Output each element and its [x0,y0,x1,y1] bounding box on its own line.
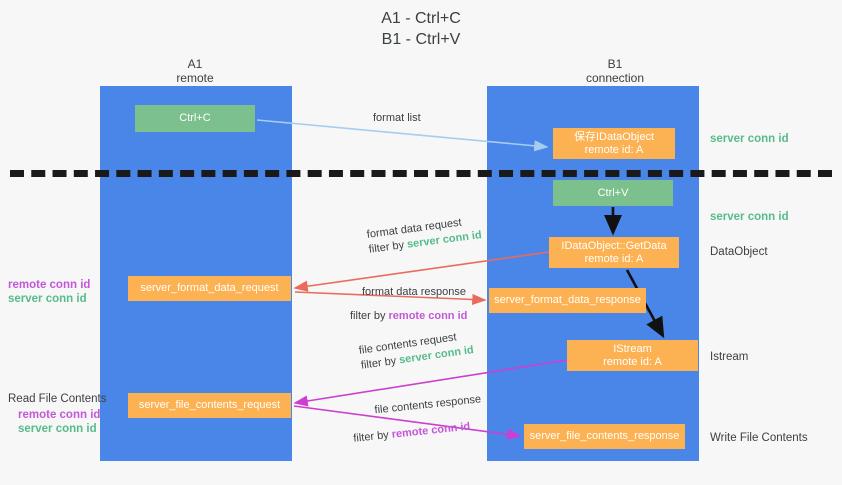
page-title: A1 - Ctrl+C B1 - Ctrl+V [381,10,461,48]
filter-prefix: filter by [350,310,389,322]
edge-label-format-list: format list [373,111,421,126]
node-idataobject-getdata[interactable]: IDataObject::GetData remote id: A [549,237,679,268]
node-save-idataobject[interactable]: 保存IDataObject remote id: A [553,128,675,159]
edge-label-format-data-response-text: format data response [362,286,466,298]
label-read-file-contents: Read File Contents [8,393,107,405]
node-server-file-contents-response[interactable]: server_file_contents_response [524,424,685,449]
node-istream[interactable]: IStream remote id: A [567,340,698,371]
node-server-format-data-response-label: server_format_data_response [494,294,641,306]
dashed-divider [10,170,832,177]
label-server-conn-id: server conn id [18,423,97,435]
label-write-file-contents: Write File Contents [710,432,808,444]
label-istream: Istream [710,351,749,363]
filter-prefix: filter by [352,428,393,445]
column-header-a1-role: remote [176,71,214,85]
label-server-conn-id-mid: server conn id [710,211,789,223]
node-ctrl-v[interactable]: Ctrl+V [553,180,673,206]
node-server-file-contents-request[interactable]: server_file_contents_request [128,393,291,418]
node-istream-line2: remote id: A [603,355,662,368]
column-header-b1-role: connection [585,71,645,85]
node-ctrl-v-label: Ctrl+V [597,186,629,199]
node-ctrl-c[interactable]: Ctrl+C [135,105,255,132]
column-header-b1: B1 connection [545,57,685,85]
label-dataobject: DataObject [710,246,768,258]
edge-label-format-list-text: format list [373,112,421,124]
node-save-idataobject-line2: remote id: A [584,143,644,156]
node-idataobject-getdata-line1: IDataObject::GetData [561,239,667,252]
column-header-a1-name: A1 [187,57,203,71]
filter-prefix: filter by [360,354,401,372]
label-conn-ids-bottom: remote conn id server conn id [18,408,100,436]
node-server-file-contents-request-label: server_file_contents_request [138,399,281,411]
node-save-idataobject-line1: 保存IDataObject [573,130,655,143]
filter-value-remote-conn-id: remote conn id [388,310,468,322]
column-header-a1: A1 remote [130,57,260,85]
edge-label-format-data-response-filter: filter by remote conn id [350,309,467,324]
filter-prefix: filter by [368,238,408,256]
node-server-file-contents-response-label: server_file_contents_response [529,430,680,442]
node-server-format-data-request-label: server_format_data_request [140,282,279,294]
label-conn-ids-middle: remote conn id server conn id [8,278,90,306]
node-idataobject-getdata-line2: remote id: A [584,252,644,265]
label-server-conn-id-top: server conn id [710,133,789,145]
label-server-conn-id: server conn id [8,293,87,305]
edge-label-format-data-response: format data response filter by remote co… [350,285,467,324]
column-header-b1-name: B1 [607,57,623,71]
label-remote-conn-id: remote conn id [8,279,91,291]
node-server-format-data-response[interactable]: server_format_data_response [489,288,646,313]
node-server-format-data-request[interactable]: server_format_data_request [128,276,291,301]
node-ctrl-c-label: Ctrl+C [179,112,211,124]
label-remote-conn-id: remote conn id [18,409,101,421]
node-istream-line1: IStream [613,342,652,355]
